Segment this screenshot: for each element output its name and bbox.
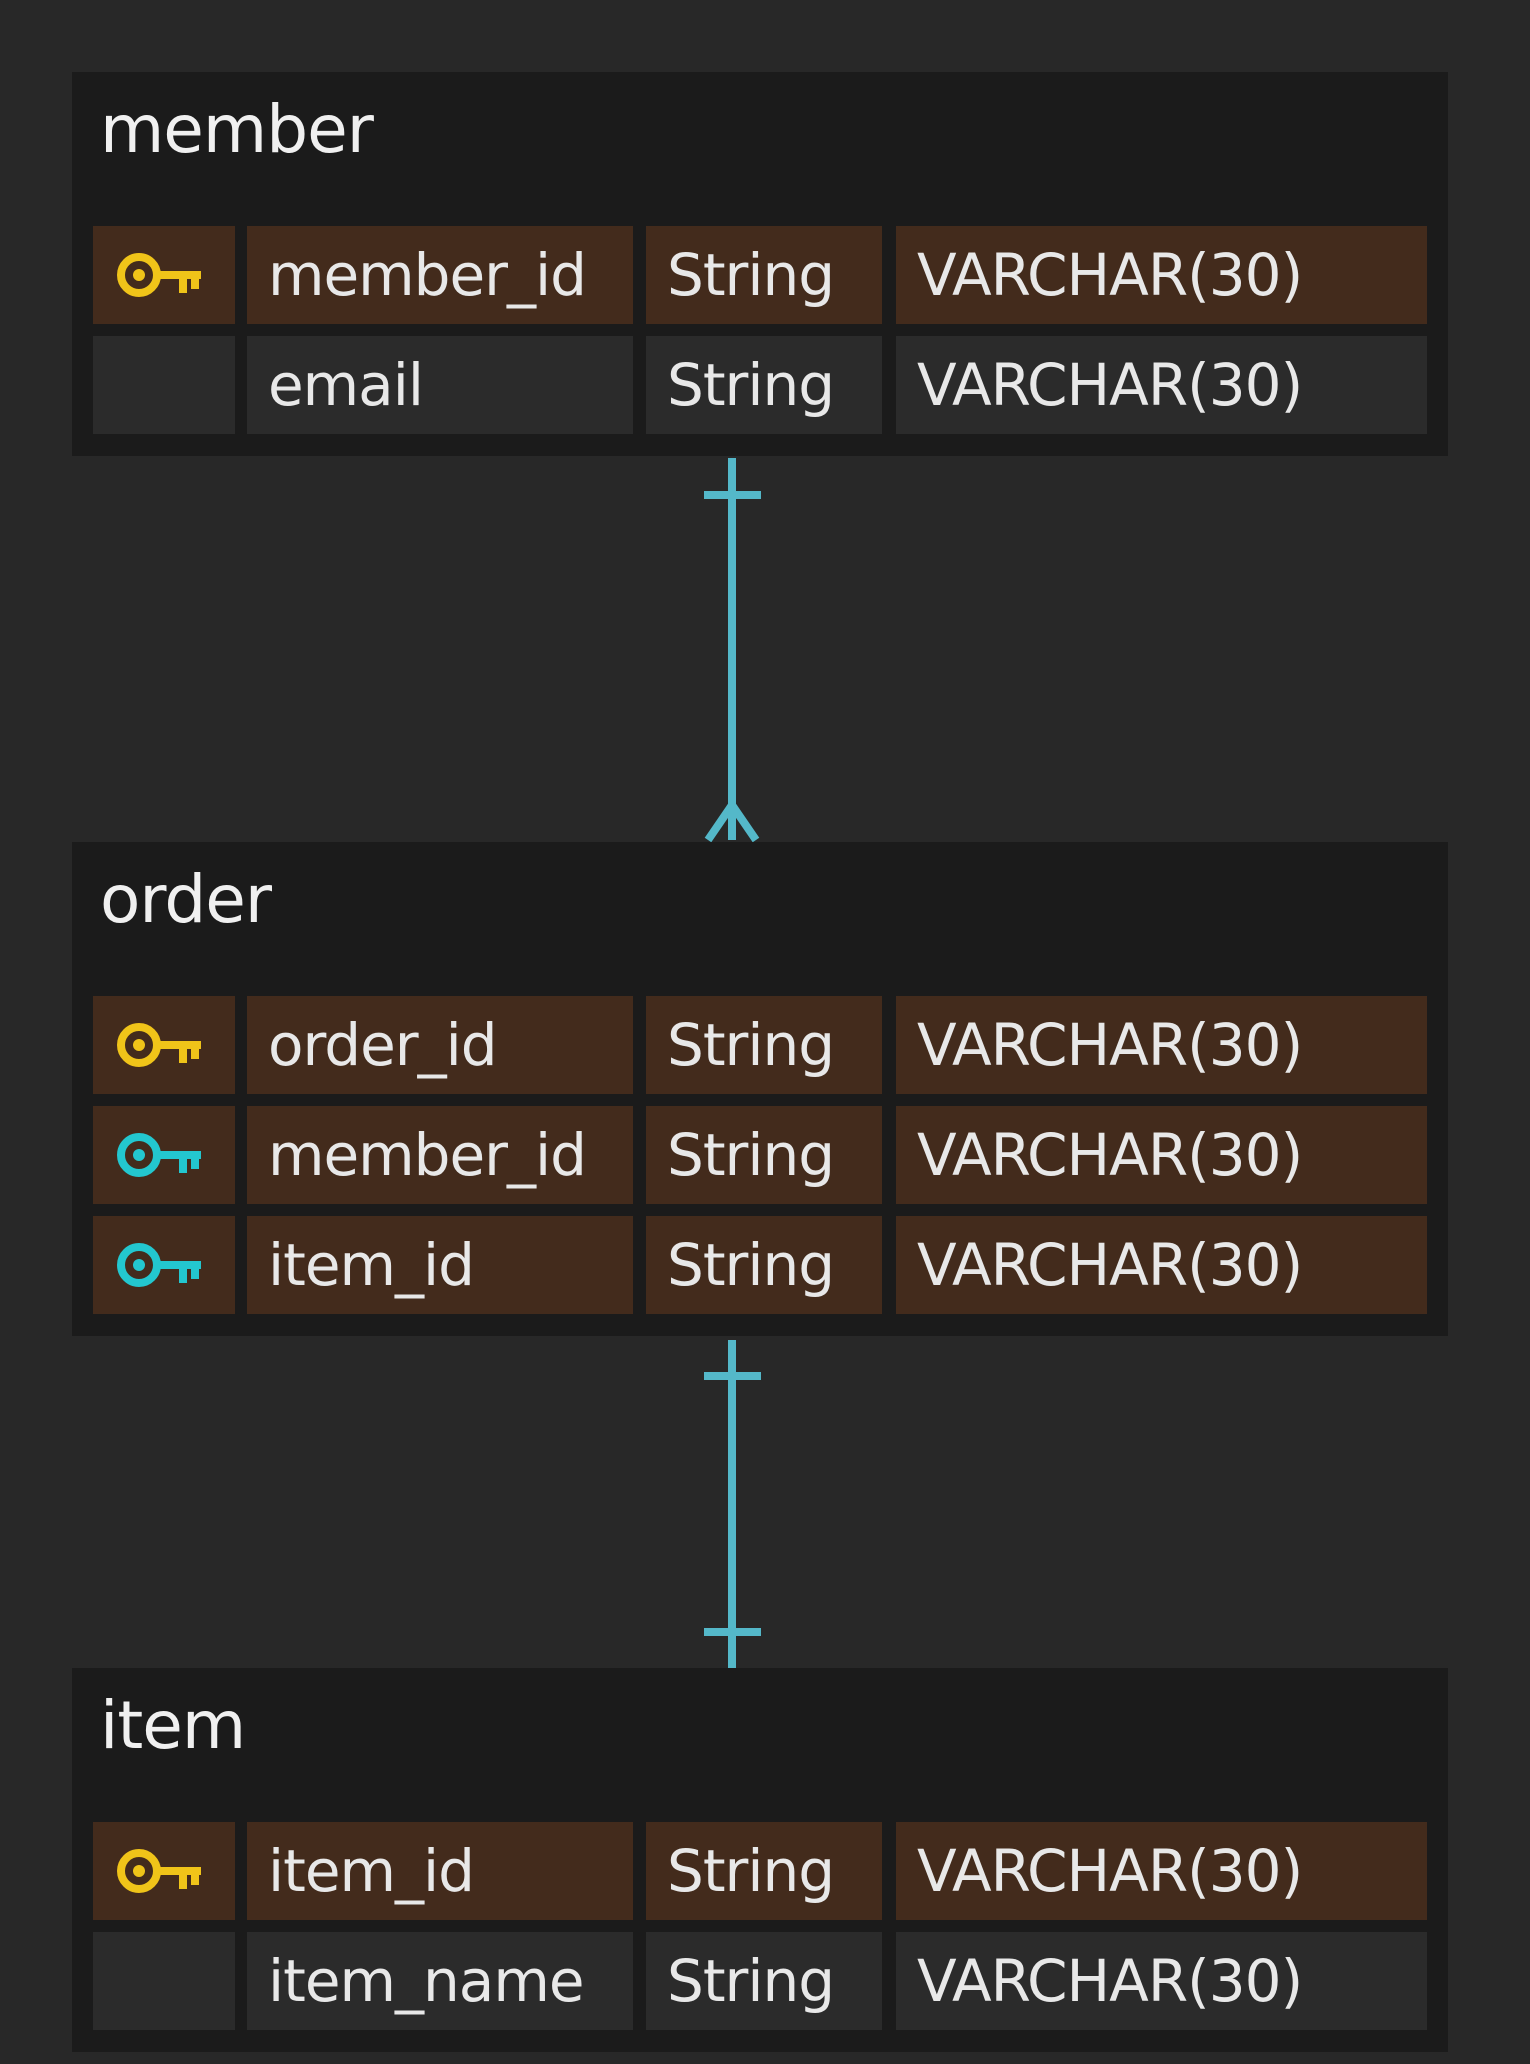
table-row[interactable]: order_id String VARCHAR(30) (93, 996, 1427, 1094)
key-cell (93, 1822, 235, 1920)
column-type: String (646, 226, 882, 324)
key-cell (93, 1932, 235, 2030)
entity-member[interactable]: member member_id String VARCHAR(30) emai… (72, 72, 1448, 456)
column-db-type: VARCHAR(30) (896, 1932, 1427, 2030)
entity-item[interactable]: item item_id String VARCHAR(30) item_nam… (72, 1668, 1448, 2052)
entity-order[interactable]: order order_id String VARCHAR(30) (72, 842, 1448, 1336)
column-db-type: VARCHAR(30) (896, 336, 1427, 434)
column-db-type: VARCHAR(30) (896, 226, 1427, 324)
table-row[interactable]: item_id String VARCHAR(30) (93, 1822, 1427, 1920)
entity-title: order (100, 861, 272, 938)
column-name: order_id (247, 996, 633, 1094)
table-row[interactable]: member_id String VARCHAR(30) (93, 226, 1427, 324)
primary-key-icon (117, 253, 201, 297)
primary-key-icon (117, 1849, 201, 1893)
key-cell (93, 1216, 235, 1314)
column-name: item_id (247, 1822, 633, 1920)
relationship-order-item[interactable] (704, 1340, 761, 1668)
column-type: String (646, 996, 882, 1094)
column-db-type: VARCHAR(30) (896, 1216, 1427, 1314)
column-db-type: VARCHAR(30) (896, 1822, 1427, 1920)
table-row[interactable]: member_id String VARCHAR(30) (93, 1106, 1427, 1204)
column-type: String (646, 1216, 882, 1314)
table-row[interactable]: item_name String VARCHAR(30) (93, 1932, 1427, 2030)
column-name: item_id (247, 1216, 633, 1314)
table-row[interactable]: item_id String VARCHAR(30) (93, 1216, 1427, 1314)
table-row[interactable]: email String VARCHAR(30) (93, 336, 1427, 434)
column-name: member_id (247, 226, 633, 324)
foreign-key-icon (117, 1133, 201, 1177)
relationship-member-order[interactable] (704, 458, 761, 843)
column-name: item_name (247, 1932, 633, 2030)
foreign-key-icon (117, 1243, 201, 1287)
key-cell (93, 996, 235, 1094)
primary-key-icon (117, 1023, 201, 1067)
key-cell (93, 1106, 235, 1204)
column-db-type: VARCHAR(30) (896, 996, 1427, 1094)
entity-title: member (100, 91, 374, 168)
column-type: String (646, 1822, 882, 1920)
column-name: email (247, 336, 633, 434)
key-cell (93, 336, 235, 434)
crow-foot-marker (704, 797, 760, 843)
entity-title: item (100, 1687, 246, 1764)
column-db-type: VARCHAR(30) (896, 1106, 1427, 1204)
column-type: String (646, 336, 882, 434)
column-type: String (646, 1932, 882, 2030)
column-name: member_id (247, 1106, 633, 1204)
key-cell (93, 226, 235, 324)
column-type: String (646, 1106, 882, 1204)
